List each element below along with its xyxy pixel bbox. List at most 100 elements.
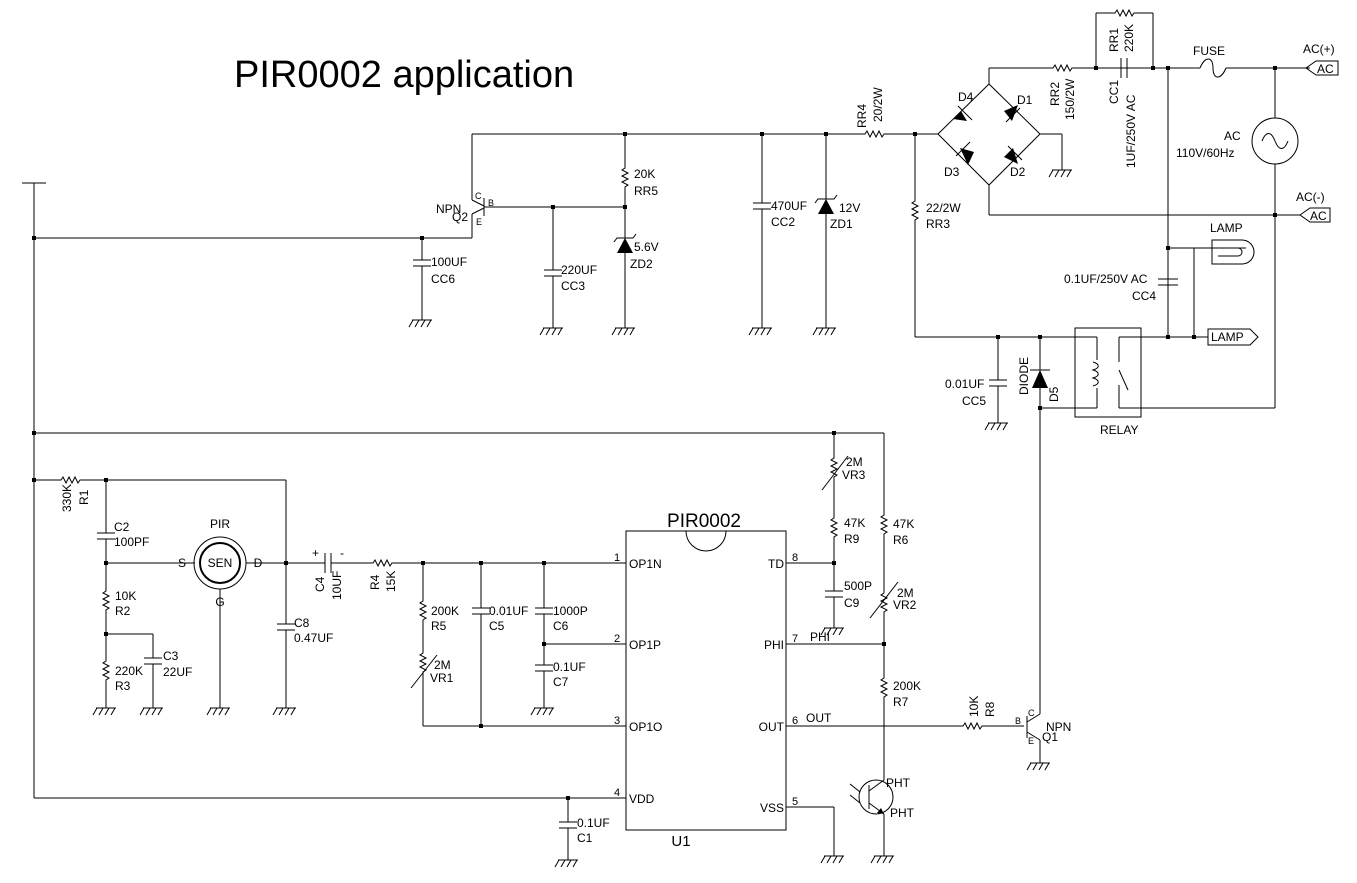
net-label-phi: PHI <box>810 630 830 644</box>
cc6-value: 100UF <box>431 255 467 269</box>
ic-pin5-num: 5 <box>792 796 798 808</box>
d2-ref: D2 <box>1010 165 1026 179</box>
ac-source: AC 110V/60Hz <box>1176 68 1299 408</box>
q1-pin-c: C <box>1028 708 1035 718</box>
r4-value: 15K <box>384 571 398 592</box>
zd2-value: 5.6V <box>634 240 659 254</box>
rr5-value: 20K <box>634 167 655 181</box>
phototransistor: PHT PHT <box>849 776 915 864</box>
rr3-value: 22/2W <box>926 201 961 215</box>
cc2-ref: CC2 <box>771 215 795 229</box>
c5-ref: C5 <box>489 619 505 633</box>
ac-source-ref: AC <box>1224 129 1241 143</box>
vr1-value: 2M <box>434 658 451 672</box>
relay-label: RELAY <box>1100 423 1138 437</box>
d5-ref: D5 <box>1047 386 1061 402</box>
ic-pin3-name: OP1O <box>629 720 662 734</box>
c1-capacitor: 0.1UF C1 <box>554 798 610 868</box>
cc2-value: 470UF <box>771 199 807 213</box>
c5-value: 0.01UF <box>489 604 528 618</box>
pir-sensor: SEN PIR S D G <box>178 517 286 716</box>
c6-ref: C6 <box>553 619 569 633</box>
zd2-ref: ZD2 <box>630 257 653 271</box>
c7-value: 0.1UF <box>553 660 586 674</box>
pir-sensor-label: PIR <box>210 517 230 531</box>
cc6-ref: CC6 <box>431 272 455 286</box>
cc3-value: 220UF <box>561 263 597 277</box>
q2-pin-b: B <box>488 198 494 208</box>
r4-resistor: R4 15K <box>368 559 626 592</box>
c2-capacitor: C2 100PF <box>96 480 149 588</box>
rr5-resistor: 20K RR5 <box>621 134 658 238</box>
ac-plus-name: AC(+) <box>1303 42 1335 56</box>
vr3-ref: VR3 <box>842 468 866 482</box>
ic-pin8-name: TD <box>768 557 784 571</box>
ic-u1: PIR0002 U1 1 OP1N 2 OP1P 3 OP1O 4 VDD 8 … <box>614 511 798 850</box>
ic-ref: U1 <box>671 833 690 850</box>
vr2-ref: VR2 <box>893 598 917 612</box>
pht-value: PHT <box>890 806 915 820</box>
c9-ref: C9 <box>844 596 860 610</box>
ac-plus-port: AC AC(+) <box>1303 42 1339 76</box>
ac-source-value: 110V/60Hz <box>1176 146 1234 160</box>
r7-ref: R7 <box>893 695 909 709</box>
cc1-value: 1UF/250V AC <box>1124 94 1138 168</box>
c5-capacitor: 0.01UF C5 <box>471 563 528 726</box>
r8-value: 10K <box>967 696 981 717</box>
r9-ref: R9 <box>844 532 860 546</box>
rr4-value: 20/2W <box>871 87 885 122</box>
cc5-capacitor: 0.01UF CC5 <box>945 337 1009 431</box>
r6-value: 47K <box>893 517 914 531</box>
page-title: PIR0002 application <box>234 54 574 96</box>
r2-ref: R2 <box>115 604 131 618</box>
r9-value: 47K <box>844 516 865 530</box>
rr1-value: 220K <box>1122 24 1136 52</box>
c6-capacitor: 1000P C6 <box>534 563 588 644</box>
cc4-ref: CC4 <box>1132 289 1156 303</box>
q1-pin-b: B <box>1015 716 1021 726</box>
c4-ref: C4 <box>313 576 327 592</box>
q1-ref: Q1 <box>1042 730 1058 744</box>
c9-value: 500P <box>844 579 872 593</box>
c8-capacitor: C8 0.47UF <box>272 563 333 716</box>
net-label-out: OUT <box>806 711 832 725</box>
r3-ref: R3 <box>115 679 131 693</box>
zd2-zener: 5.6V ZD2 <box>611 233 659 336</box>
r8-ref: R8 <box>983 701 997 717</box>
rr5-ref: RR5 <box>634 184 658 198</box>
d3-ref: D3 <box>944 165 960 179</box>
lamp-port-tag: LAMP <box>1211 330 1244 344</box>
rr1-ref: RR1 <box>1107 28 1121 52</box>
lamp-label: LAMP <box>1210 221 1243 235</box>
ic-pin1-num: 1 <box>614 552 620 564</box>
rr2-ref: RR2 <box>1048 82 1062 106</box>
fuse: FUSE <box>1176 44 1310 78</box>
q1-pin-e: E <box>1028 736 1034 746</box>
cc5-ref: CC5 <box>962 394 986 408</box>
rr1-resistor: RR1 220K <box>1095 9 1154 68</box>
ic-pin1-name: OP1N <box>629 557 662 571</box>
cc4-capacitor: 0.1UF/250V AC CC4 <box>1064 272 1178 303</box>
c8-ref: C8 <box>294 616 310 630</box>
c7-ref: C7 <box>553 675 569 689</box>
c3-ref: C3 <box>163 649 179 663</box>
zd1-value: 12V <box>839 201 860 215</box>
c3-value: 22UF <box>163 665 192 679</box>
ic-pin7-name: PHI <box>764 638 784 652</box>
ic-pin6-name: OUT <box>759 720 785 734</box>
ic-name: PIR0002 <box>667 511 741 532</box>
ic-pin7-num: 7 <box>792 633 798 645</box>
r2-value: 10K <box>115 589 136 603</box>
q2-transistor: C B E NPN Q2 <box>436 134 625 238</box>
c6-value: 1000P <box>553 604 588 618</box>
rr3-resistor: 22/2W RR3 <box>911 134 961 337</box>
r4-ref: R4 <box>368 574 382 590</box>
lamp: LAMP <box>1168 221 1255 337</box>
pir-sensor-body: SEN <box>208 556 233 570</box>
d5-value: DIODE <box>1017 357 1031 395</box>
vr3-potentiometer: 2M VR3 <box>821 433 866 515</box>
c9-capacitor: 500P C9 <box>820 579 872 636</box>
r9-resistor: 47K R9 <box>830 514 865 591</box>
vr3-value: 2M <box>846 455 863 469</box>
c4-value: 10UF <box>330 571 344 600</box>
